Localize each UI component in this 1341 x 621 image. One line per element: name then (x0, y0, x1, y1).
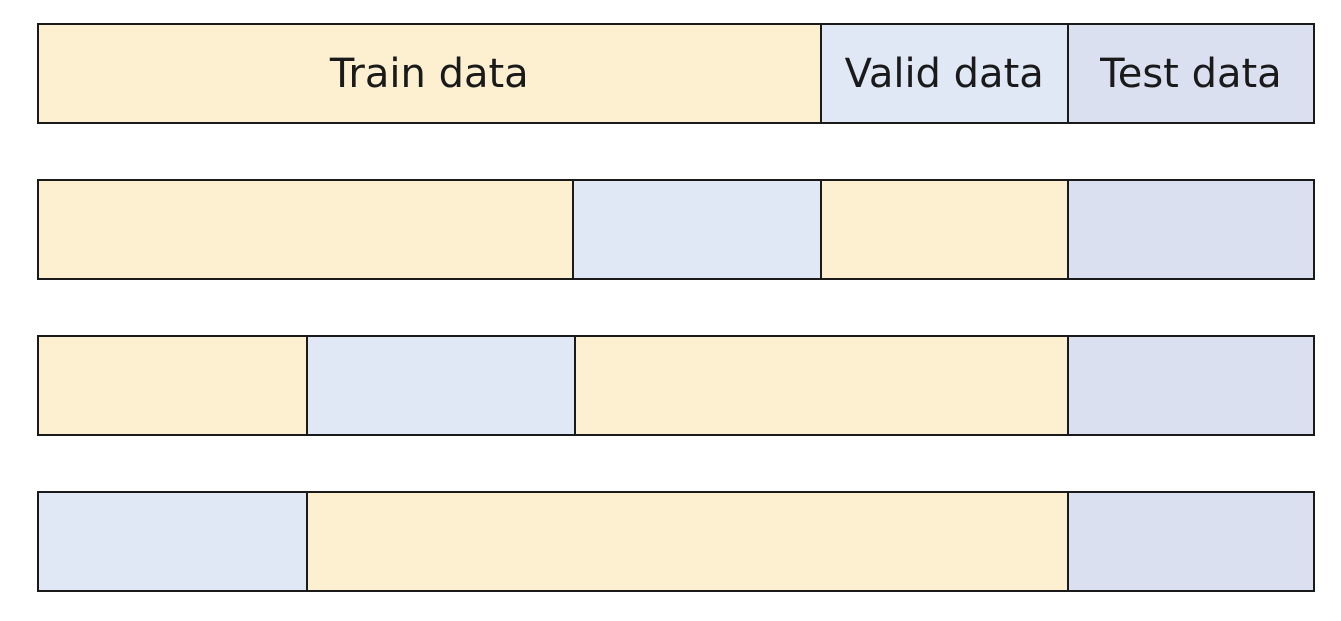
test-data-label: Test data (1100, 50, 1282, 97)
valid-data-label: Valid data (844, 50, 1044, 97)
test-data-segment (1066, 181, 1313, 278)
train-data-segment (573, 337, 1067, 434)
split-row-4 (37, 491, 1315, 592)
train-data-segment (39, 181, 573, 278)
test-data-segment: Test data (1066, 25, 1314, 122)
split-row-3 (37, 335, 1315, 436)
train-data-segment (306, 493, 1067, 590)
split-row-2 (37, 179, 1315, 280)
train-data-segment (819, 181, 1067, 278)
valid-data-segment (306, 337, 574, 434)
split-row-1: Train data Valid data Test data (37, 23, 1315, 124)
valid-data-segment (572, 181, 820, 278)
train-data-segment: Train data (39, 25, 820, 122)
valid-data-segment (39, 493, 307, 590)
train-data-segment (39, 337, 307, 434)
test-data-segment (1066, 493, 1313, 590)
valid-data-segment: Valid data (819, 25, 1067, 122)
test-data-segment (1066, 337, 1314, 434)
train-data-label: Train data (329, 50, 529, 97)
